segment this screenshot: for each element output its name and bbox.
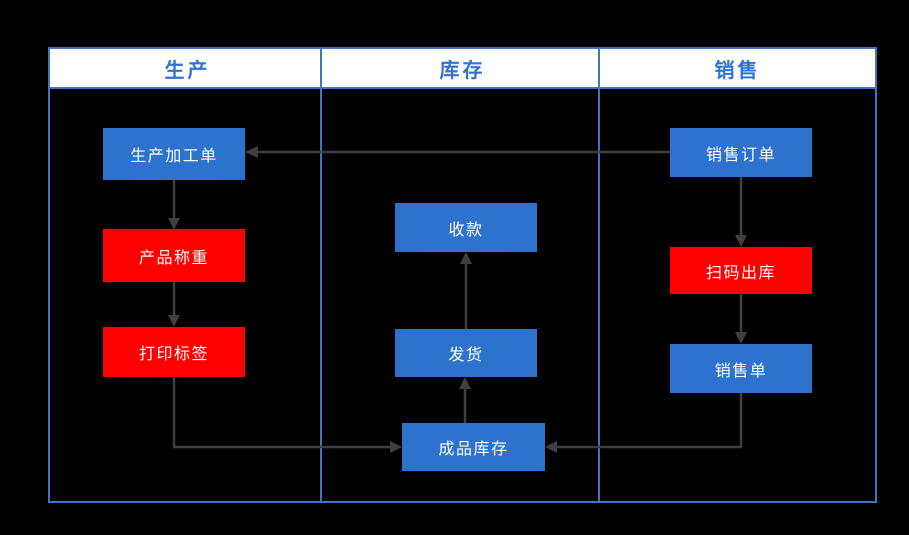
node-production-order: 生产加工单 xyxy=(103,128,245,180)
lane-header-row: 生产 库存 销售 xyxy=(48,47,877,89)
node-sales-order: 销售订单 xyxy=(670,128,812,177)
node-payment-received: 收款 xyxy=(395,203,537,252)
node-print-label: 打印标签 xyxy=(103,327,245,377)
node-shipping: 发货 xyxy=(395,329,537,377)
node-scan-outbound: 扫码出库 xyxy=(670,247,812,294)
node-product-weighing: 产品称重 xyxy=(103,229,245,282)
lane-header-production: 生产 xyxy=(164,59,211,82)
node-finished-goods-stock: 成品库存 xyxy=(402,423,545,471)
lane-header-inventory: 库存 xyxy=(439,59,486,82)
lane-divider-1 xyxy=(320,47,322,503)
lane-divider-2 xyxy=(598,47,600,503)
node-sales-slip: 销售单 xyxy=(670,344,812,393)
lane-header-sales: 销售 xyxy=(714,59,761,82)
